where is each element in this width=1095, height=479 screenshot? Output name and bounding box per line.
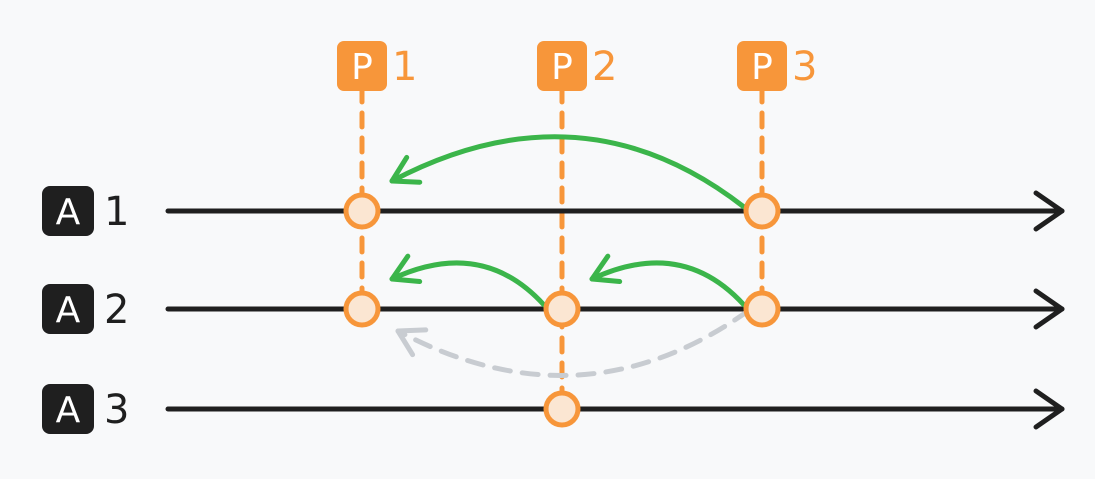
node-a2-p1: [343, 290, 381, 328]
arrowhead-icon: [389, 253, 423, 285]
agent-number: 3: [104, 387, 129, 433]
agent-timeline-a1: [165, 190, 1065, 232]
arrowhead-icon: [389, 154, 423, 185]
agent-badge-letter: A: [56, 192, 81, 233]
node-a2-p2: [543, 290, 581, 328]
agent-badge-letter: A: [56, 290, 81, 331]
process-badge: [737, 41, 787, 91]
node-a1-p1: [343, 192, 381, 230]
agent-number: 2: [104, 287, 129, 333]
dependency-curve: [589, 260, 747, 308]
process-badge: [537, 41, 587, 91]
process-number: 2: [592, 44, 617, 90]
agent-number: 1: [104, 189, 129, 235]
agent-badge: [42, 186, 94, 236]
arrowhead-icon: [395, 327, 429, 358]
dependency-curve: [395, 308, 751, 378]
dependency-arrow-3: [589, 253, 747, 308]
dependency-curve: [389, 260, 547, 308]
dependency-arrow-4: [395, 308, 751, 378]
arrowhead-icon: [1033, 190, 1065, 232]
arrowhead-icon: [1033, 388, 1065, 430]
dependency-curve: [389, 134, 747, 210]
process-number: 3: [792, 44, 817, 90]
agent-badge: [42, 284, 94, 334]
process-badge-letter: P: [351, 47, 373, 88]
agent-badge: [42, 384, 94, 434]
node-a3-p2: [543, 390, 581, 428]
arrowhead-icon: [589, 253, 623, 285]
process-badge: [337, 41, 387, 91]
process-number: 1: [392, 44, 417, 90]
dependency-arrow-1: [389, 134, 747, 210]
agent-timeline-a3: [165, 388, 1065, 430]
arrowhead-icon: [1033, 288, 1065, 330]
agent-badge-letter: A: [56, 390, 81, 431]
process-badge-letter: P: [551, 47, 573, 88]
node-a1-p3: [743, 192, 781, 230]
dependency-arrow-2: [389, 253, 547, 308]
agent-timeline-a2: [165, 288, 1065, 330]
process-badge-letter: P: [751, 47, 773, 88]
node-a2-p3: [743, 290, 781, 328]
